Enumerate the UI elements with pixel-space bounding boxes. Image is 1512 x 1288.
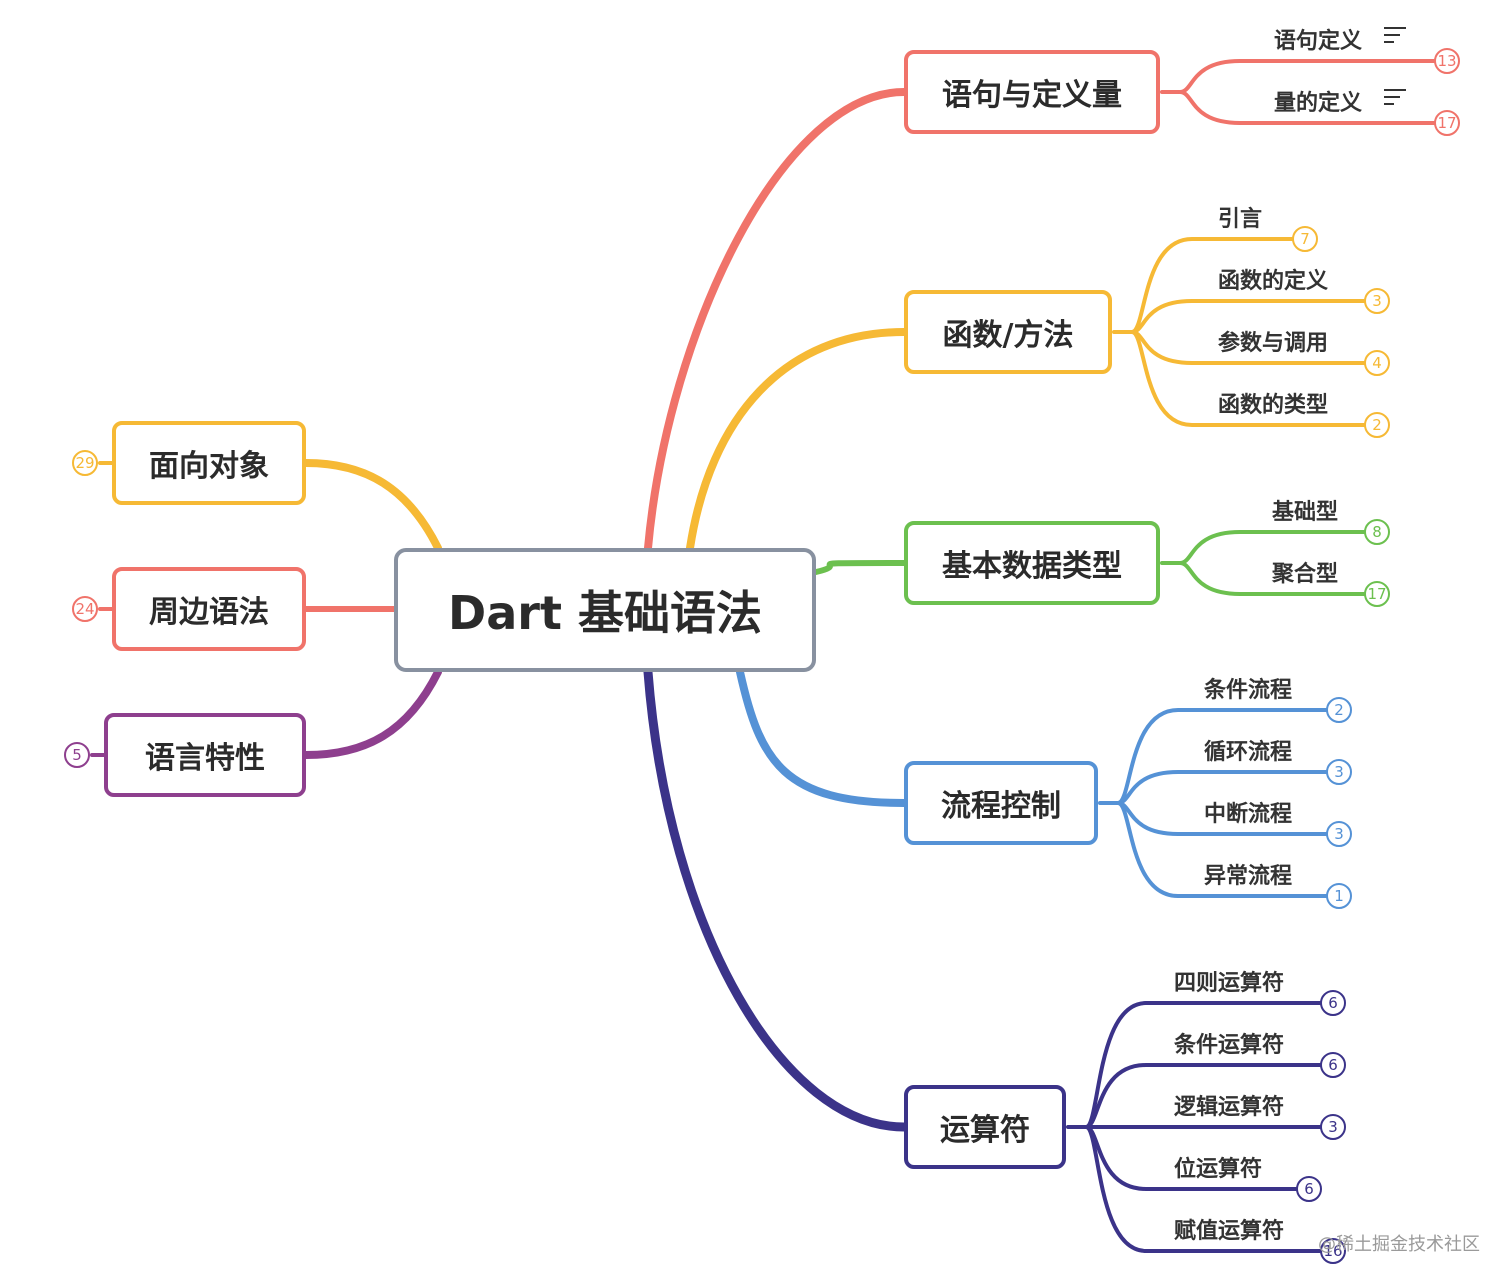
branch-connector-4 (643, 667, 909, 1132)
subtopic-1-0[interactable]: 引言 (1218, 207, 1263, 232)
count-badge-1-1[interactable]: 3 (1364, 288, 1390, 314)
branch-topic-0[interactable]: 语句与定义量 (904, 50, 1160, 134)
subtopic-1-1[interactable]: 函数的定义 (1218, 269, 1329, 294)
branch-topic-3[interactable]: 流程控制 (904, 761, 1098, 845)
count-badge-2-0[interactable]: 8 (1364, 519, 1390, 545)
branch-connector-1 (686, 328, 908, 552)
left-topic-0-label: 面向对象 (149, 449, 269, 484)
subtopic-line-1-0 (1130, 237, 1294, 334)
left-connector-0 (302, 459, 442, 552)
notes-icon[interactable] (1384, 89, 1408, 107)
count-badge-3-2[interactable]: 3 (1326, 821, 1352, 847)
branch-topic-2[interactable]: 基本数据类型 (904, 521, 1160, 605)
subtopic-4-4[interactable]: 赋值运算符 (1174, 1219, 1285, 1244)
count-badge-2-1[interactable]: 17 (1364, 581, 1390, 607)
branch-topic-1-label: 函数/方法 (942, 318, 1074, 353)
count-badge-1-3[interactable]: 2 (1364, 412, 1390, 438)
left-topic-2-label: 语言特性 (145, 741, 265, 776)
count-badge-4-0[interactable]: 6 (1320, 990, 1346, 1016)
left-connector-2 (302, 668, 442, 759)
subtopic-line-3-0 (1116, 708, 1328, 805)
subtopic-3-3[interactable]: 异常流程 (1204, 864, 1293, 889)
branch-topic-3-label: 流程控制 (941, 789, 1061, 824)
root-topic[interactable]: Dart 基础语法 (394, 548, 816, 672)
subtopic-line-2-1 (1178, 561, 1366, 596)
subtopic-line-0-0 (1178, 59, 1436, 94)
count-badge-3-0[interactable]: 2 (1326, 697, 1352, 723)
subtopic-1-2[interactable]: 参数与调用 (1218, 331, 1329, 356)
subtopic-line-2-0 (1178, 530, 1366, 565)
subtopic-4-0[interactable]: 四则运算符 (1174, 971, 1285, 996)
subtopic-0-1[interactable]: 量的定义 (1273, 91, 1362, 116)
subtopic-line-3-1 (1116, 770, 1328, 805)
left-topic-1-label: 周边语法 (149, 595, 269, 630)
subtopic-2-0[interactable]: 基础型 (1271, 500, 1338, 525)
count-badge-3-3[interactable]: 1 (1326, 883, 1352, 909)
subtopic-1-3[interactable]: 函数的类型 (1218, 393, 1329, 418)
root-topic-label: Dart 基础语法 (448, 586, 762, 640)
branch-topic-4-label: 运算符 (940, 1113, 1030, 1148)
branch-connector-0 (644, 88, 908, 552)
left-count-badge-2[interactable]: 5 (64, 742, 90, 768)
subtopic-3-0[interactable]: 条件流程 (1204, 678, 1293, 703)
subtopic-0-0[interactable]: 语句定义 (1273, 29, 1362, 54)
subtopic-line-1-3 (1130, 330, 1366, 427)
count-badge-4-3[interactable]: 6 (1296, 1176, 1322, 1202)
branch-connector-3 (736, 668, 908, 807)
left-count-badge-1[interactable]: 24 (72, 596, 98, 622)
subtopic-line-0-1 (1178, 90, 1436, 125)
subtopic-2-1[interactable]: 聚合型 (1271, 562, 1338, 587)
count-badge-4-2[interactable]: 3 (1320, 1114, 1346, 1140)
branch-connector-2 (813, 560, 907, 575)
subtopic-3-2[interactable]: 中断流程 (1204, 802, 1293, 827)
subtopic-3-1[interactable]: 循环流程 (1204, 740, 1293, 765)
count-badge-3-1[interactable]: 3 (1326, 759, 1352, 785)
left-topic-1[interactable]: 周边语法 (112, 567, 306, 651)
count-badge-4-1[interactable]: 6 (1320, 1052, 1346, 1078)
count-badge-1-2[interactable]: 4 (1364, 350, 1390, 376)
notes-icon[interactable] (1384, 27, 1408, 45)
count-badge-0-1[interactable]: 17 (1434, 110, 1460, 136)
left-topic-2[interactable]: 语言特性 (104, 713, 306, 797)
subtopic-line-4-1 (1084, 1063, 1322, 1129)
watermark: @稀土掘金技术社区 (1318, 1234, 1480, 1255)
count-badge-0-0[interactable]: 13 (1434, 48, 1460, 74)
subtopic-4-3[interactable]: 位运算符 (1174, 1157, 1263, 1182)
branch-topic-4[interactable]: 运算符 (904, 1085, 1066, 1169)
left-topic-0[interactable]: 面向对象 (112, 421, 306, 505)
count-badge-1-0[interactable]: 7 (1292, 226, 1318, 252)
subtopic-line-4-4 (1084, 1125, 1322, 1253)
branch-topic-2-label: 基本数据类型 (942, 549, 1122, 584)
subtopic-line-3-3 (1116, 801, 1328, 898)
branch-topic-1[interactable]: 函数/方法 (904, 290, 1112, 374)
subtopic-4-2[interactable]: 逻辑运算符 (1174, 1095, 1285, 1120)
left-count-badge-0[interactable]: 29 (72, 450, 98, 476)
branch-topic-0-label: 语句与定义量 (942, 78, 1122, 113)
subtopic-4-1[interactable]: 条件运算符 (1174, 1033, 1285, 1058)
count-badge-4-4[interactable]: 16 (1320, 1238, 1346, 1264)
subtopic-line-1-1 (1130, 299, 1366, 334)
